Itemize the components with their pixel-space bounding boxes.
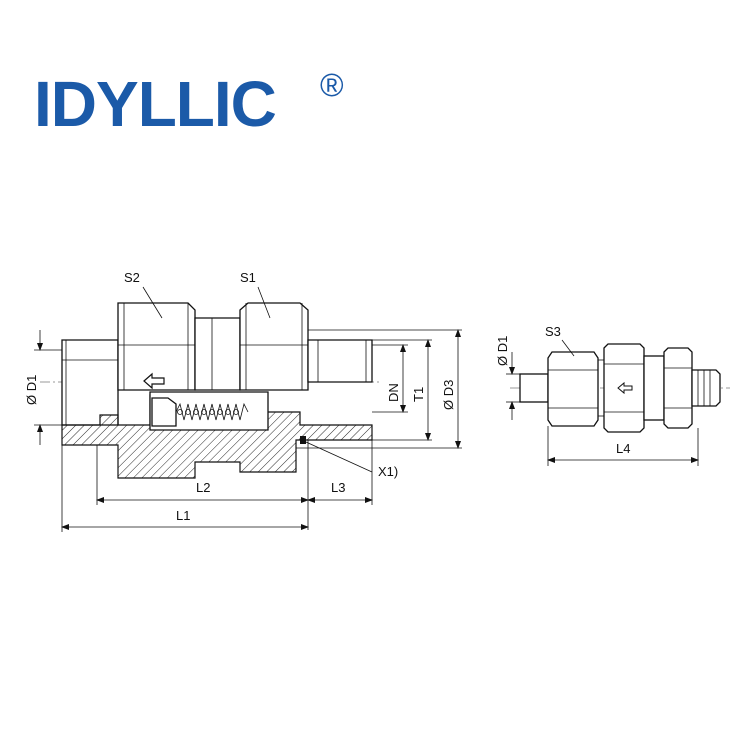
label-s1: S1 [240,270,256,285]
side-collar [643,355,665,421]
spring [175,402,249,421]
side-right-nut [663,347,693,429]
side-tube-stub [519,373,549,403]
label-l1: L1 [176,508,190,523]
flow-arrow-icon [143,372,165,390]
left-tube-end [61,339,119,426]
leader-s1 [257,286,271,319]
side-thread-end [691,369,721,407]
label-d1-right: Ø D1 [495,336,510,366]
label-l2: L2 [196,480,210,495]
leader-s2 [142,286,163,319]
side-view: S3 Ø D1 L4 [495,324,730,466]
s1-nut [239,302,309,391]
s3-nut [547,351,599,427]
dim-dn: DN [372,344,408,413]
dim-t1: T1 [372,339,432,441]
spring-coil [209,409,215,415]
brand-wordmark: IDYLLIC [34,68,276,140]
label-dn: DN [386,383,401,402]
label-s3: S3 [545,324,561,339]
dim-l2: L2 [96,440,309,530]
spring-coil [177,409,183,415]
section-body-hatched [61,394,373,479]
o-ring [300,436,306,444]
right-thread-stud [307,339,373,383]
spring-coil [193,409,199,415]
side-flow-arrow-icon [617,381,633,395]
label-s2: S2 [124,270,140,285]
spring-coil [233,409,239,415]
middle-collar [194,317,241,391]
label-l4: L4 [616,441,630,456]
dim-l1: L1 [61,445,309,532]
valve-cavity [149,391,269,431]
label-d3: Ø D3 [441,380,456,410]
s2-nut [117,302,196,391]
leader-s3 [561,339,575,357]
label-x1: X1) [378,464,398,479]
leader-x1 [305,441,373,473]
brand-logo: IDYLLIC ® [34,67,344,140]
label-t1: T1 [411,387,426,402]
dim-d1-right: Ø D1 [495,336,522,420]
dim-l3: L3 [307,440,373,505]
spring-coil [217,409,223,415]
label-d1-left: Ø D1 [24,375,39,405]
spring-coil [225,409,231,415]
label-l3: L3 [331,480,345,495]
spring-coil [185,409,191,415]
section-view: S2 S1 Ø D1 DN T1 Ø D3 [24,270,462,532]
registered-mark-icon: ® [320,67,344,103]
dim-l4: L4 [547,426,699,466]
spring-coil [201,409,207,415]
valve-poppet [151,397,177,427]
dim-d1-left: Ø D1 [24,330,62,445]
dim-d3: Ø D3 [296,329,462,449]
